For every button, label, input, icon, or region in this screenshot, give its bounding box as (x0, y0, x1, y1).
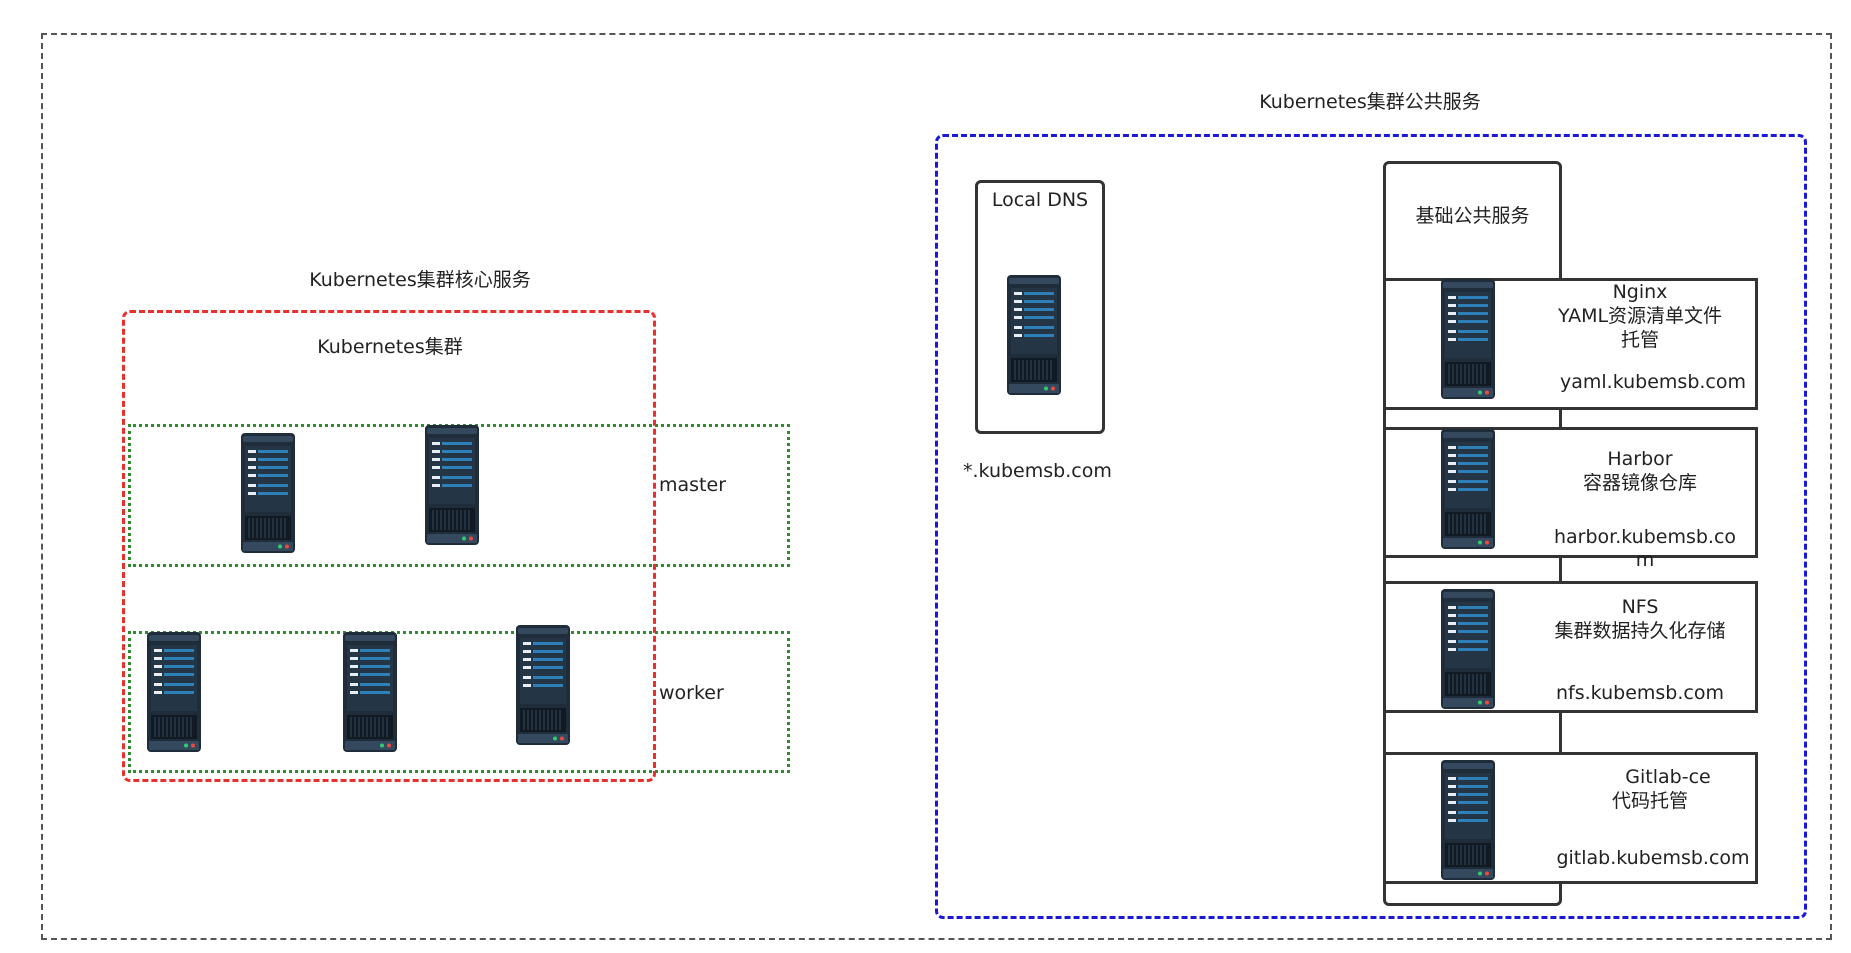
server-icon (1440, 588, 1496, 710)
service-domain: harbor.kubemsb.co (1553, 526, 1737, 548)
master-label: master (659, 474, 727, 496)
server-icon (515, 624, 571, 746)
local-dns-title: Local DNS (991, 189, 1089, 211)
server-icon (1006, 274, 1062, 396)
server-icon (1440, 278, 1496, 400)
server-icon (1440, 428, 1496, 550)
service-domain: yaml.kubemsb.com (1559, 371, 1746, 393)
service-name: Nginx (1612, 281, 1668, 303)
server-icon (146, 631, 202, 753)
service-domain-wrap: m (1635, 549, 1655, 571)
cluster-label: Kubernetes集群 (317, 336, 463, 358)
server-icon (424, 424, 480, 546)
local-dns-box (975, 180, 1105, 434)
service-domain: nfs.kubemsb.com (1556, 682, 1724, 704)
service-desc: 集群数据持久化存储 (1554, 620, 1726, 642)
service-name: Harbor (1607, 448, 1673, 470)
server-icon (1440, 759, 1496, 881)
service-desc: 容器镜像仓库 (1582, 472, 1697, 494)
service-desc: YAML资源清单文件 (1557, 305, 1723, 327)
outer-container (41, 33, 1832, 940)
kubernetes-cluster-group (122, 310, 656, 782)
server-icon (240, 432, 296, 554)
public-services-group (935, 134, 1807, 919)
server-icon (342, 631, 398, 753)
worker-label: worker (659, 682, 724, 704)
core-services-title: Kubernetes集群核心服务 (309, 269, 531, 291)
dns-domain: *.kubemsb.com (963, 460, 1112, 482)
service-desc: 托管 (1620, 329, 1659, 351)
base-services-title: 基础公共服务 (1415, 205, 1530, 227)
service-domain: gitlab.kubemsb.com (1556, 847, 1750, 869)
service-name: Gitlab-ce (1625, 766, 1711, 788)
service-name: NFS (1621, 596, 1659, 618)
worker-group (128, 631, 790, 773)
public-services-title: Kubernetes集群公共服务 (1259, 91, 1481, 113)
service-desc: 代码托管 (1611, 790, 1688, 812)
